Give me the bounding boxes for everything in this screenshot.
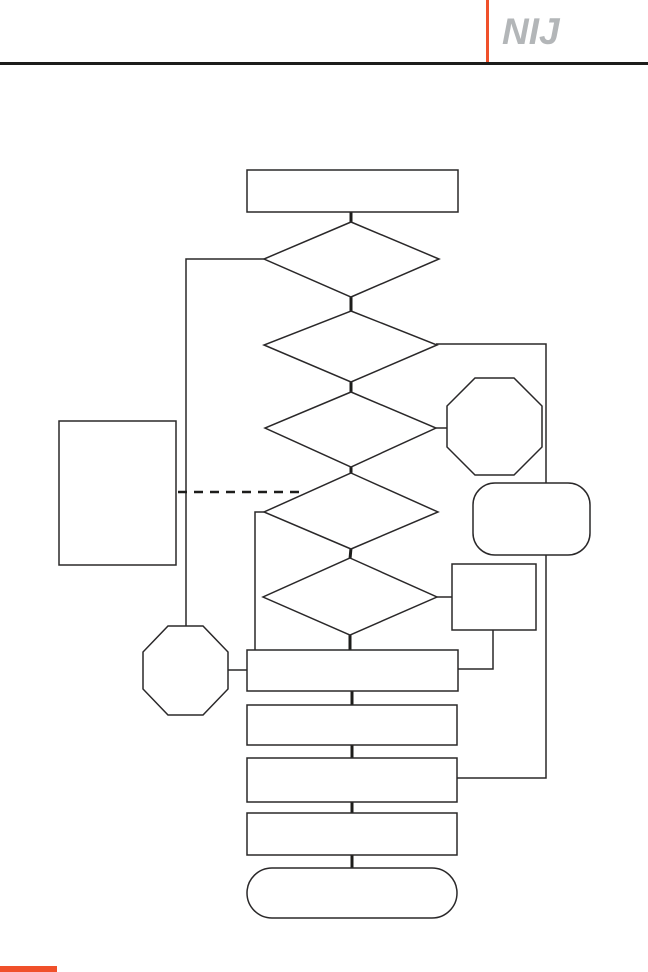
- stop-octagon-right: [446, 377, 543, 476]
- decision-1-diamond: [262, 221, 441, 298]
- display-rounded-right: [472, 482, 591, 556]
- decision-5-diamond: [261, 557, 439, 636]
- footer-orange-bar: [0, 966, 57, 972]
- process-2-box: [246, 704, 458, 746]
- edge-sideprocess-to-process1: [458, 630, 494, 670]
- start-box: [246, 169, 459, 213]
- side-process-right: [451, 563, 537, 631]
- decision-4-diamond: [262, 472, 440, 550]
- annotation-left-box: [58, 420, 177, 566]
- end-terminator: [246, 867, 458, 919]
- decision-2-diamond: [262, 310, 439, 383]
- nij-logo: NIJ: [502, 11, 560, 52]
- stop-octagon-left: [142, 625, 229, 716]
- edge-decision2-right-column: [436, 343, 547, 779]
- decision-3-diamond: [263, 391, 438, 468]
- edge-decision1-to-left-octagon: [185, 258, 264, 628]
- header-divider-rule: [0, 62, 648, 65]
- process-1-box: [246, 649, 459, 692]
- process-3-box: [246, 757, 458, 803]
- edge-decision4-to-process1: [254, 511, 264, 652]
- process-4-box: [246, 812, 458, 856]
- conn-d4-to-d5: [348, 547, 353, 560]
- header-orange-rule: [486, 0, 489, 63]
